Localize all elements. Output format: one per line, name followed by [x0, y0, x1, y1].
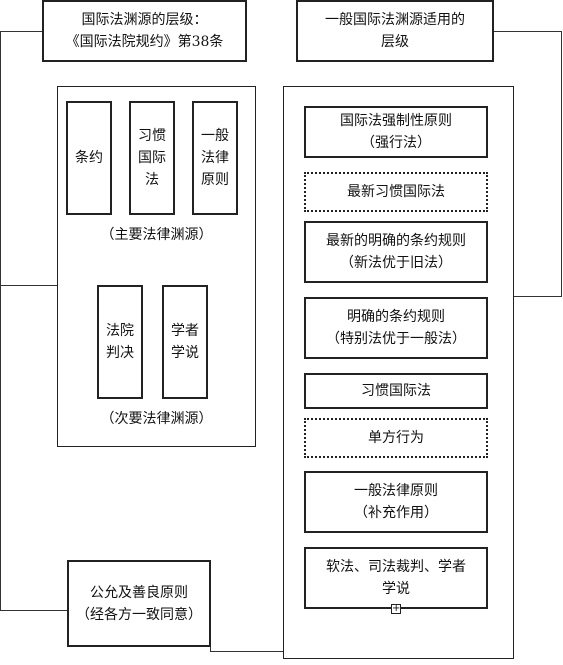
hierarchy-jus-cogens: 国际法强制性原则 （强行法）: [304, 106, 488, 158]
plus-square-icon[interactable]: +: [391, 603, 401, 614]
bottom-connector-right: [210, 651, 283, 652]
hierarchy-jus-cogens-line1: 国际法强制性原则: [340, 113, 452, 129]
secondary-source-judicial-label-2: 判决: [106, 345, 134, 361]
sources-hierarchy-title-line1: 国际法渊源的层级：: [81, 12, 208, 28]
hierarchy-general-principles-line2: （补充作用）: [354, 505, 438, 521]
hierarchy-general-principles-line1: 一般法律原则: [354, 483, 438, 499]
primary-source-custom-label-1: 习惯: [138, 128, 166, 144]
primary-source-treaty: 条约: [66, 101, 112, 215]
secondary-source-teachings-label-1: 学者: [171, 323, 199, 339]
hierarchy-jus-cogens-line2: （强行法）: [361, 135, 431, 151]
hierarchy-customary-law-label: 习惯国际法: [361, 383, 431, 399]
primary-source-treaty-label: 条约: [75, 150, 103, 166]
secondary-sources-caption: （次要法律渊源）: [100, 411, 213, 427]
hierarchy-unilateral-acts: 单方行为: [304, 418, 488, 458]
application-hierarchy-title-line2: 层级: [381, 34, 409, 50]
hierarchy-explicit-treaty: 明确的条约规则 （特别法优于一般法）: [304, 297, 488, 359]
hierarchy-explicit-treaty-line1: 明确的条约规则: [347, 309, 445, 325]
sources-hierarchy-title-line2: 《国际法院规约》第38条: [65, 34, 224, 50]
primary-sources-caption: （主要法律渊源）: [100, 227, 213, 243]
secondary-source-teachings-label-2: 学说: [171, 345, 199, 361]
ex-aequo-et-bono-box: 公允及善良原则 （经各方一致同意）: [67, 560, 211, 647]
hierarchy-general-principles: 一般法律原则 （补充作用）: [304, 471, 488, 533]
hierarchy-soft-law-line2: 学说: [382, 581, 410, 597]
hierarchy-soft-law: 软法、司法裁判、学者 学说: [304, 547, 488, 609]
hierarchy-customary-law: 习惯国际法: [304, 373, 488, 409]
sources-hierarchy-title-box: 国际法渊源的层级： 《国际法院规约》第38条: [42, 0, 247, 62]
primary-source-principles-label-2: 法律: [201, 150, 229, 166]
bottom-connector-left: [210, 646, 211, 652]
primary-source-custom: 习惯 国际 法: [129, 101, 175, 215]
right-connector-top: [493, 31, 562, 32]
right-connector-vertical: [561, 31, 562, 297]
right-connector-mid: [513, 296, 562, 297]
ex-aequo-et-bono-line1: 公允及善良原则: [90, 584, 188, 601]
secondary-source-teachings: 学者 学说: [162, 285, 208, 399]
hierarchy-latest-treaty-line2: （新法优于旧法）: [340, 255, 452, 271]
application-hierarchy-title-box: 一般国际法渊源适用的 层级: [296, 0, 494, 62]
hierarchy-latest-custom: 最新习惯国际法: [304, 172, 488, 212]
primary-source-custom-label-3: 法: [145, 172, 159, 188]
primary-source-general-principles: 一般 法律 原则: [192, 101, 238, 215]
primary-source-principles-label-3: 原则: [201, 172, 229, 188]
secondary-source-judicial-decisions: 法院 判决: [97, 285, 143, 399]
left-connector-vertical: [0, 31, 1, 611]
hierarchy-unilateral-acts-label: 单方行为: [368, 430, 424, 446]
hierarchy-latest-treaty-line1: 最新的明确的条约规则: [326, 233, 466, 249]
primary-source-principles-label-1: 一般: [201, 128, 229, 144]
hierarchy-soft-law-line1: 软法、司法裁判、学者: [326, 559, 466, 575]
left-connector-mid: [0, 285, 57, 286]
secondary-source-judicial-label-1: 法院: [106, 323, 134, 339]
ex-aequo-et-bono-line2: （经各方一致同意）: [76, 606, 202, 623]
left-connector-bottom: [0, 610, 67, 611]
hierarchy-explicit-treaty-line2: （特别法优于一般法）: [326, 331, 466, 347]
left-connector-top: [0, 31, 42, 32]
hierarchy-latest-custom-label: 最新习惯国际法: [347, 184, 445, 200]
hierarchy-latest-treaty: 最新的明确的条约规则 （新法优于旧法）: [304, 221, 488, 283]
primary-source-custom-label-2: 国际: [138, 150, 166, 166]
application-hierarchy-title-line1: 一般国际法渊源适用的: [325, 12, 465, 28]
